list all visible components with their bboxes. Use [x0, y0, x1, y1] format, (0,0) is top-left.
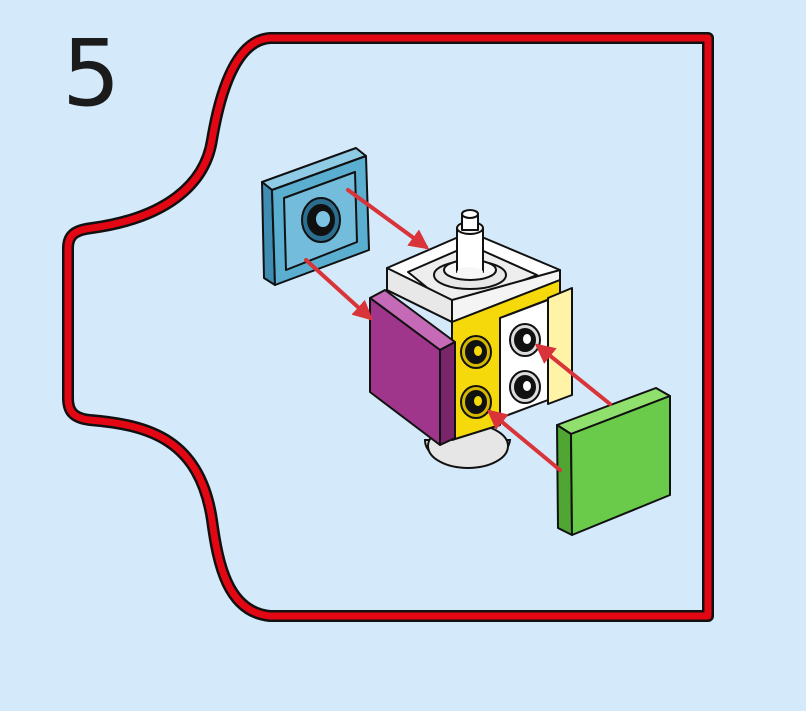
yellow-studs: [460, 335, 492, 419]
pin-icon: [433, 209, 507, 290]
arrow-blue-to-top: [346, 188, 430, 250]
green-1x1-tile-icon: [556, 387, 671, 536]
step-number: 5: [62, 20, 121, 127]
arrow-green-to-bottom-stud: [486, 409, 562, 472]
blue-1x1-plate-icon: [261, 147, 370, 286]
purple-1x1-tile-icon: [369, 289, 456, 446]
ball-joint-icon: [423, 423, 512, 469]
arrow-blue-to-purple: [304, 258, 373, 321]
arrow-green-to-top-stud: [534, 343, 612, 406]
brick-assembly-icon: [369, 209, 573, 446]
assembly-arrows: [304, 188, 612, 472]
white-studs: [509, 323, 541, 404]
